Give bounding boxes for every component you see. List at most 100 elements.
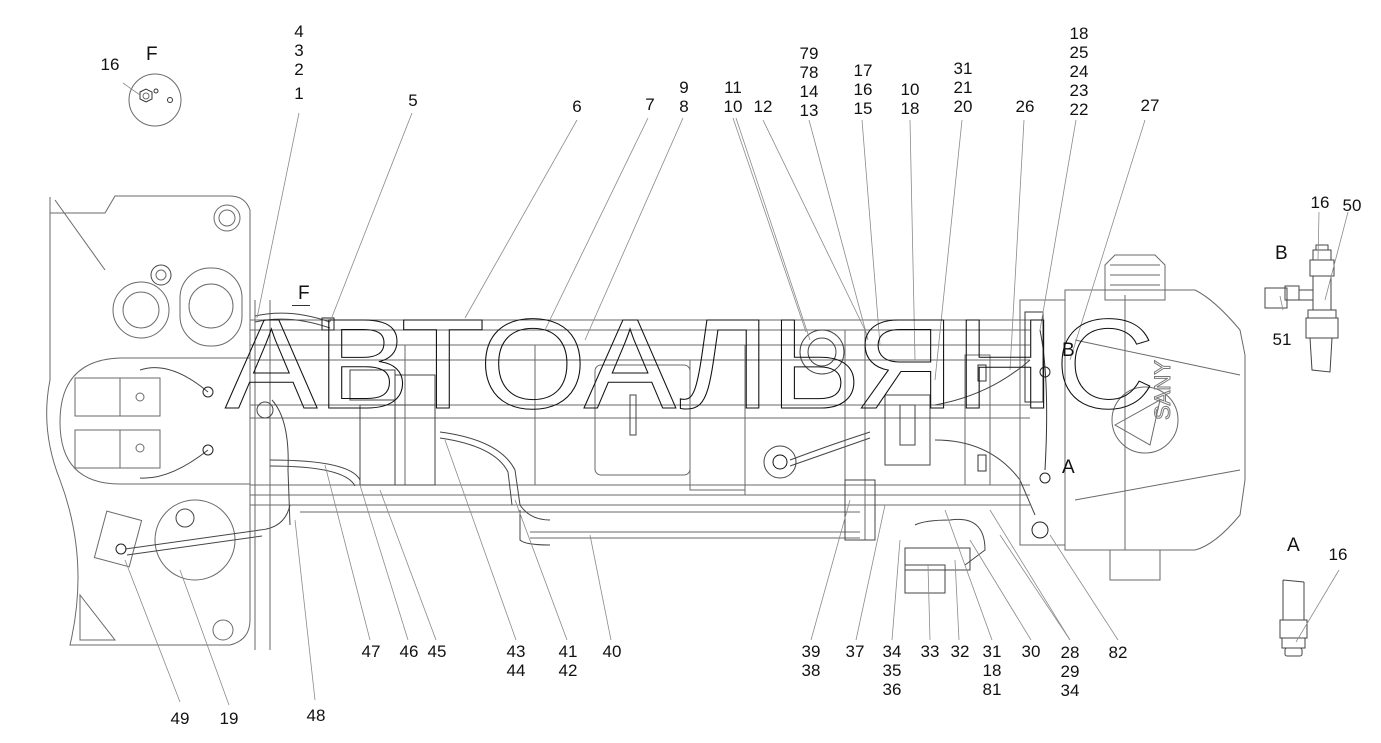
callout-number: 36 [882,680,902,699]
callout-number: 4 [294,22,304,41]
callout-number: 11 [724,78,742,97]
callout-26: 26 [1005,97,1045,116]
sany-logo-text: SANY [1150,360,1175,420]
callout-10-11: 11 10 [713,78,753,116]
callout-number: 48 [306,706,326,725]
callout-number: 10 [723,97,743,116]
callout-number: 47 [361,642,381,661]
callout-number: 1 [294,84,304,103]
callout-number: 2 [294,60,304,79]
callout-number: 7 [645,95,655,114]
detail-f-callout-16: 16 [100,55,120,74]
callout-number: 15 [853,99,873,118]
callout-49: 49 [160,709,200,728]
callout-number: 43 [506,642,526,661]
callout-number: 81 [982,680,1002,699]
callout-number: 31 [982,642,1002,661]
callout-number: 20 [953,97,973,116]
callout-82: 82 [1098,643,1138,662]
detail-title-f: F [146,44,158,65]
callout-20-31: 31 21 20 [943,59,983,116]
callout-15-17: 17 16 15 [843,61,883,118]
view-marker-f-arrow [292,305,310,306]
callout-number: 31 [953,59,973,78]
callout-number: 10 [900,80,920,99]
callout-number: 46 [399,642,419,661]
chassis-rails-drawing [250,300,1030,650]
callout-number: 33 [920,642,940,661]
view-marker-b: B [1062,340,1075,361]
callout-47: 47 [351,642,391,661]
callout-27: 27 [1130,96,1170,115]
callout-number: 45 [427,642,447,661]
callout-number: 9 [679,78,689,97]
detail-title-b: B [1275,243,1288,264]
callout-45: 45 [417,642,457,661]
callout-number: 5 [408,91,418,110]
callout-37: 37 [835,642,875,661]
callout-13-79: 79 78 14 13 [789,44,829,120]
callout-19: 19 [209,709,249,728]
callout-6: 6 [559,97,595,116]
callout-41-42: 41 42 [548,642,588,680]
callout-number: 82 [1108,643,1128,662]
valve-and-hose-drawing [255,313,1035,593]
callout-31-18-81: 31 18 81 [972,642,1012,699]
callout-40: 40 [592,642,632,661]
callout-32: 32 [940,642,980,661]
callout-number: 16 [853,80,873,99]
callout-12: 12 [743,97,783,116]
view-marker-a: A [1062,457,1075,478]
callout-number: 49 [170,709,190,728]
callout-number: 22 [1069,100,1089,119]
callout-number: 17 [853,61,873,80]
detail-f-drawing [129,74,181,126]
callout-43-44: 43 44 [496,642,536,680]
detail-b-callout-50: 50 [1342,196,1362,215]
callout-number: 18 [982,661,1002,680]
callout-number: 18 [900,99,920,118]
callout-number: 18 [1069,24,1089,43]
callout-8-9: 9 8 [666,78,702,116]
callout-number: 37 [845,642,865,661]
callout-number: 14 [799,82,819,101]
callout-number: 13 [799,101,819,120]
callout-number: 30 [1021,642,1041,661]
detail-b-callout-51: 51 [1272,330,1292,349]
callout-number: 40 [602,642,622,661]
callout-number: 35 [882,661,902,680]
callout-number: 26 [1015,97,1035,116]
callout-number: 28 [1060,643,1080,662]
callout-number: 32 [950,642,970,661]
callout-30: 30 [1011,642,1051,661]
callout-number: 19 [219,709,239,728]
callout-7: 7 [632,95,668,114]
callout-number: 23 [1069,81,1089,100]
view-marker-f: F [298,283,310,304]
callout-5: 5 [395,91,431,110]
callout-number: 41 [558,642,578,661]
callout-number: 25 [1069,43,1089,62]
callout-number: 34 [1060,681,1080,700]
detail-title-a: A [1287,535,1300,556]
callout-number: 12 [753,97,773,116]
callout-number: 21 [953,78,973,97]
engine-hood-drawing: SANY [1020,254,1245,580]
callout-10-18: 10 18 [890,80,930,118]
detail-a-callout-16: 16 [1328,545,1348,564]
detail-b-drawing [1265,245,1338,372]
detail-a-drawing [1280,580,1307,656]
callout-46: 46 [389,642,429,661]
callout-33: 33 [910,642,950,661]
callout-number: 29 [1060,662,1080,681]
callout-number: 39 [801,642,821,661]
left-frame-drawing [47,196,290,645]
callout-18-22-25: 18 25 24 23 22 [1059,24,1099,119]
watermark-text: АВТОАЛЬЯНС [225,293,1155,436]
callout-number: 27 [1140,96,1160,115]
callout-34-36: 34 35 36 [872,642,912,699]
callout-number: 8 [679,97,689,116]
callout-38-39: 39 38 [791,642,831,680]
detail-b-callout-16: 16 [1310,193,1330,212]
